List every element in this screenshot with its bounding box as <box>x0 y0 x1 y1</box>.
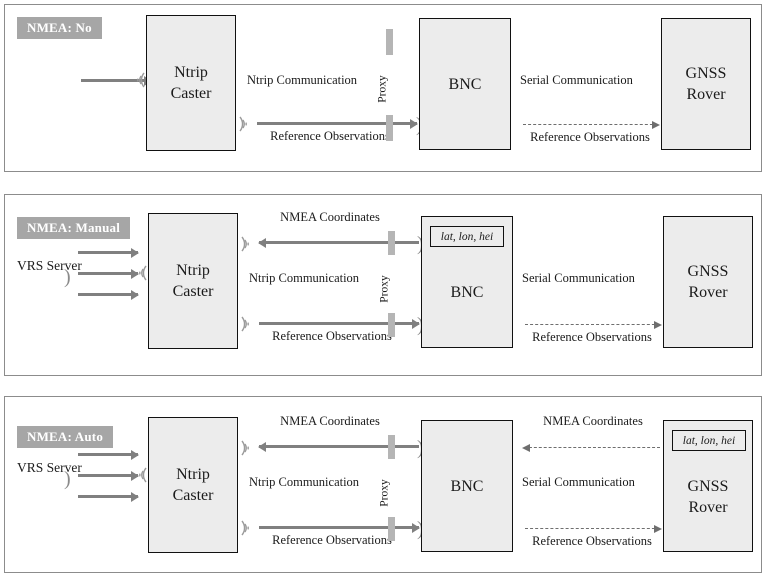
node-label-line2: Rover <box>688 284 728 301</box>
nmea-mode-tag: NMEA: Auto <box>17 426 114 448</box>
antenna-caster-nmea-icon <box>239 437 255 459</box>
node-label-line1: GNSS <box>687 263 729 280</box>
vrs-stream-arrow-3 <box>78 293 138 296</box>
label-reference-observations-right: Reference Observations <box>530 130 650 144</box>
node-label-line1: BNC <box>450 284 484 301</box>
panel-nmea-no: NMEA: No Ntrip Caster Ntrip Communicatio… <box>4 4 762 172</box>
nmea-mode-tag: NMEA: No <box>17 17 102 39</box>
reference-observations-arrow <box>259 526 419 529</box>
node-label-line2: Caster <box>172 283 214 300</box>
panel-nmea-auto: NMEA: Auto VRS Server ) Ntrip Caster NME… <box>4 396 762 573</box>
node-bnc: BNC <box>421 420 513 552</box>
label-serial-communication: Serial Communication <box>520 73 633 87</box>
node-label-line1: VRS <box>17 258 44 273</box>
node-gnss-rover: GNSS Rover <box>661 18 751 150</box>
label-proxy: Proxy <box>378 479 391 507</box>
node-label-line1: VRS <box>17 460 44 475</box>
vrs-stream-arrow-2 <box>78 272 138 275</box>
coordinates-box: lat, lon, hei <box>430 226 504 247</box>
label-ntrip-communication: Ntrip Communication <box>249 271 360 285</box>
reference-observations-arrow <box>257 122 417 125</box>
proxy-divider: Proxy <box>379 231 395 337</box>
vrs-stream-arrow-2 <box>78 474 138 477</box>
node-label-line2: Caster <box>172 487 214 504</box>
label-reference-observations: Reference Observations <box>270 129 390 143</box>
label-nmea-coordinates-right: NMEA Coordinates <box>543 414 643 428</box>
nmea-coordinates-arrow <box>259 445 419 448</box>
node-label-line2: Caster <box>170 85 212 102</box>
label-reference-observations: Reference Observations <box>272 533 392 547</box>
node-vrs-server: VRS Server <box>17 257 82 274</box>
antenna-caster-out-icon <box>239 313 255 335</box>
antenna-bnc-nmea-icon: ) <box>417 234 424 254</box>
antenna-caster-out-icon <box>239 517 255 539</box>
incoming-stream-arrow <box>81 79 151 82</box>
label-nmea-coordinates: NMEA Coordinates <box>280 210 380 224</box>
antenna-bnc-nmea-icon: ) <box>417 438 424 458</box>
proxy-divider: Proxy <box>377 29 393 141</box>
antenna-left-icon <box>133 464 149 486</box>
node-ntrip-caster: Ntrip Caster <box>148 213 238 349</box>
antenna-bnc-in-icon: ) <box>417 315 424 335</box>
antenna-vrs-icon: ) <box>64 266 71 288</box>
node-label-line2: Server <box>46 460 82 475</box>
proxy-divider: Proxy <box>379 435 395 541</box>
label-proxy: Proxy <box>378 275 391 303</box>
nmea-mode-tag: NMEA: Manual <box>17 217 131 239</box>
antenna-caster-out-icon <box>237 113 253 135</box>
vrs-stream-arrow-1 <box>78 251 138 254</box>
panel-nmea-manual: NMEA: Manual VRS Server ) Ntrip Caster N… <box>4 194 762 376</box>
node-label-line2: Rover <box>688 498 728 516</box>
node-label-line1: Ntrip <box>176 466 210 483</box>
node-vrs-server: VRS Server <box>17 459 82 476</box>
nmea-coordinates-right-arrow <box>522 444 660 452</box>
nmea-coordinates-arrow <box>259 241 419 244</box>
reference-observations-right-arrow <box>525 525 662 533</box>
antenna-left-icon <box>133 262 149 284</box>
label-ntrip-communication: Ntrip Communication <box>249 475 360 489</box>
vrs-stream-arrow-1 <box>78 453 138 456</box>
label-serial-communication: Serial Communication <box>522 475 635 489</box>
node-label-line1: BNC <box>448 75 482 93</box>
antenna-vrs-icon: ) <box>64 468 71 490</box>
label-serial-communication: Serial Communication <box>522 271 635 285</box>
vrs-stream-arrow-3 <box>78 495 138 498</box>
antenna-left-icon <box>131 69 147 91</box>
node-label-line1: Ntrip <box>174 64 208 81</box>
node-label-line1: GNSS <box>687 477 729 495</box>
node-label-line1: BNC <box>450 477 484 495</box>
node-label-line1: GNSS <box>685 65 727 82</box>
label-nmea-coordinates: NMEA Coordinates <box>280 414 380 428</box>
label-reference-observations: Reference Observations <box>272 329 392 343</box>
node-label-line2: Rover <box>686 86 726 103</box>
coordinates-box: lat, lon, hei <box>672 430 746 451</box>
label-reference-observations-right: Reference Observations <box>532 534 652 548</box>
node-ntrip-caster: Ntrip Caster <box>146 15 236 151</box>
reference-observations-right-arrow <box>525 321 662 329</box>
node-label-line1: Ntrip <box>176 262 210 279</box>
reference-observations-arrow <box>259 322 419 325</box>
reference-observations-right-arrow <box>523 121 660 129</box>
antenna-caster-nmea-icon <box>239 233 255 255</box>
node-gnss-rover: GNSS Rover <box>663 216 753 348</box>
label-reference-observations-right: Reference Observations <box>532 330 652 344</box>
antenna-bnc-in-icon: ) <box>417 519 424 539</box>
label-proxy: Proxy <box>376 75 389 103</box>
node-label-line2: Server <box>46 258 82 273</box>
node-bnc: BNC <box>419 18 511 150</box>
node-ntrip-caster: Ntrip Caster <box>148 417 238 553</box>
label-ntrip-communication: Ntrip Communication <box>247 73 358 87</box>
